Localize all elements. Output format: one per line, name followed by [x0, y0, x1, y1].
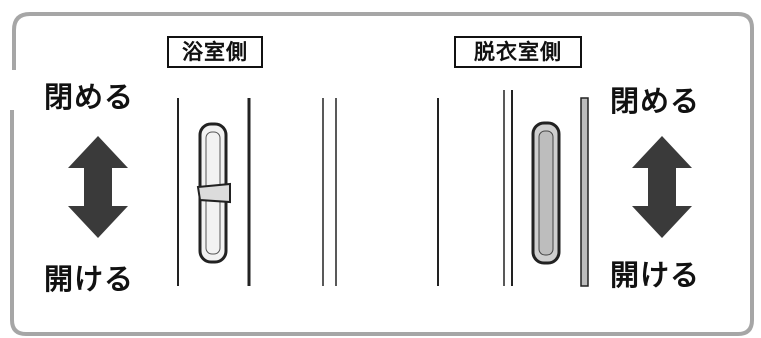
right-open-label: 開ける	[610, 258, 701, 292]
changing-side-label: 脱衣室側	[454, 36, 582, 68]
bath-side-handle-icon	[196, 122, 231, 264]
frame-border	[10, 12, 754, 336]
left-open-label: 開ける	[44, 262, 135, 296]
changing-side-handle-icon	[531, 121, 561, 265]
right-double-arrow-icon	[632, 136, 692, 238]
right-close-label: 閉める	[610, 84, 701, 118]
left-double-arrow-icon	[68, 136, 128, 238]
changing-door-jamb	[580, 97, 589, 287]
left-close-label: 閉める	[44, 80, 135, 114]
bath-side-label: 浴室側	[167, 36, 263, 68]
